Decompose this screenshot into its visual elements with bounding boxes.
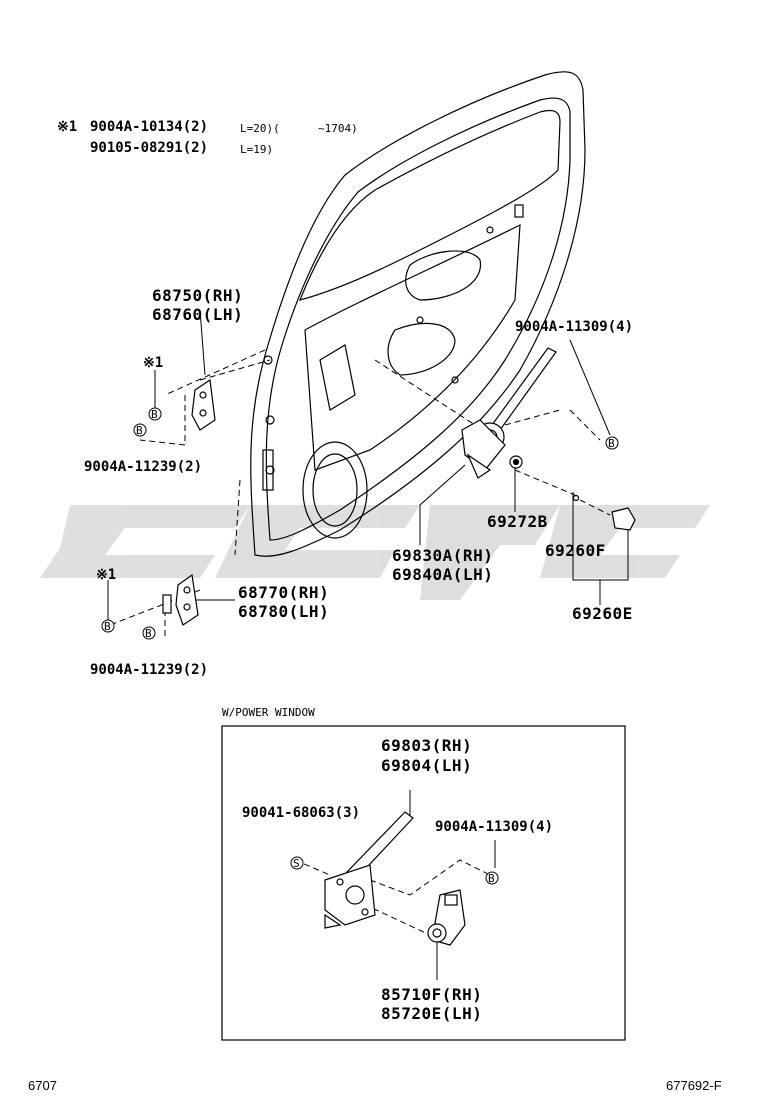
bolt-marker [148,407,162,421]
bolt-marker-letter: B [104,620,111,633]
bolt-marker-letter: B [151,408,158,421]
part-label-69260F[interactable]: 69260F [545,541,606,560]
part-label-9004A-11309-power[interactable]: 9004A-11309(4) [435,819,554,835]
bolt-marker-letter: B [608,437,615,450]
top-note-date-1: ~1704) [318,122,358,135]
part-label-68750[interactable]: 68750(RH) [152,286,244,305]
bolt-marker [485,871,499,885]
power-window-title: W/POWER WINDOW [222,706,315,719]
footer-left-code: 6707 [28,1078,57,1093]
part-label-69803[interactable]: 69803(RH) [381,736,473,755]
part-label-68760[interactable]: 68760(LH) [152,305,244,324]
note-marker: ※1 [143,355,164,371]
bolt-marker [101,619,115,633]
part-label-9004A-11239-upper[interactable]: 9004A-11239(2) [84,459,203,475]
note-marker: ※1 [96,567,117,583]
part-label-90041-68063[interactable]: 90041-68063(3) [242,805,361,821]
part-label-69840A[interactable]: 69840A(LH) [392,565,494,584]
top-note-spec-1: L=20)( [240,122,280,135]
bolt-marker-letter: B [488,872,495,885]
bolt-marker [142,626,156,640]
screw-marker [290,856,304,870]
part-label-85710F[interactable]: 85710F(RH) [381,985,483,1004]
part-label-9004A-11309-top[interactable]: 9004A-11309(4) [515,319,634,335]
part-label-68770[interactable]: 68770(RH) [238,583,330,602]
part-label-69272B[interactable]: 69272B [487,512,548,531]
part-label-68780[interactable]: 68780(LH) [238,602,330,621]
part-label-69260E[interactable]: 69260E [572,604,633,623]
footer-right-code: 677692-F [666,1078,722,1093]
top-note-part-1: 9004A-10134(2) [90,119,209,135]
top-note-part-2: 90105-08291(2) [90,140,209,156]
power-window-box [221,725,626,1041]
part-label-69804[interactable]: 69804(LH) [381,756,473,775]
bolt-marker [605,436,619,450]
top-note-marker: ※1 [57,119,78,135]
part-label-69830A[interactable]: 69830A(RH) [392,546,494,565]
bolt-marker-letter: B [136,424,143,437]
door-frame [250,71,586,557]
part-label-85720E[interactable]: 85720E(LH) [381,1004,483,1023]
bolt-marker [133,423,147,437]
part-label-9004A-11239-lower[interactable]: 9004A-11239(2) [90,662,209,678]
screw-marker-letter: S [293,857,300,870]
bolt-marker-letter: B [145,627,152,640]
top-note-spec-2: L=19) [240,143,274,156]
